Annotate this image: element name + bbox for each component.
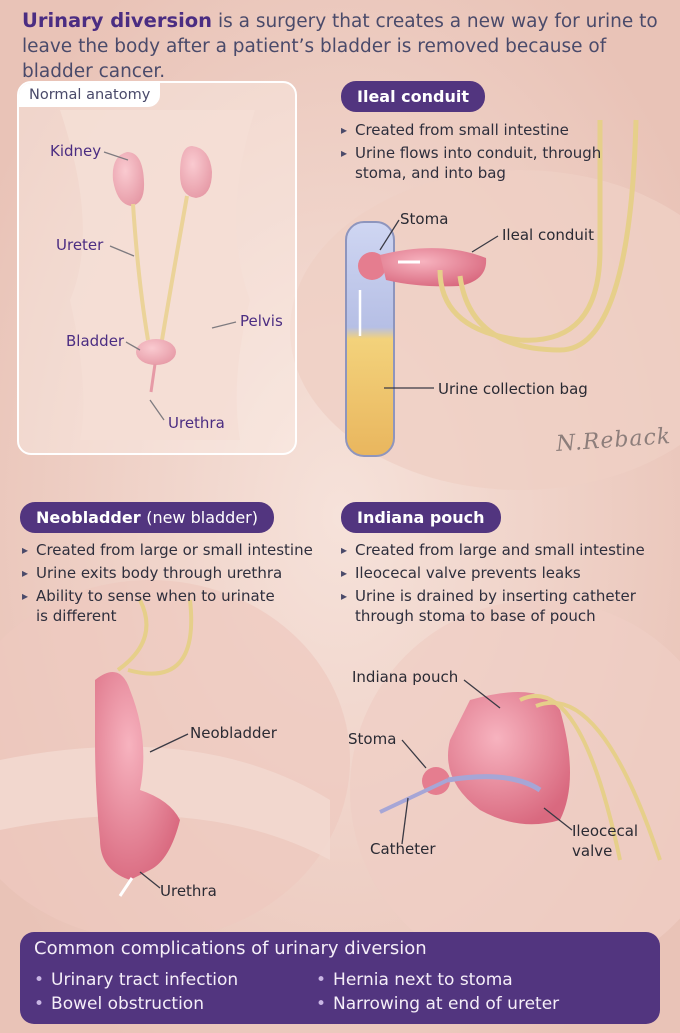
neobladder-bullet: Created from large or small intestine (22, 540, 322, 560)
indiana-pouch-bullet: Urine is drained by inserting catheter t… (341, 586, 661, 626)
complications-title: Common complications of urinary diversio… (34, 938, 427, 959)
bullet-dot-icon: • (34, 970, 45, 990)
ileocecal-valve-label-2: valve (572, 842, 613, 860)
ileal-conduit-label: Ileal conduit (502, 226, 594, 244)
stoma-label: Stoma (400, 210, 449, 228)
catheter-label: Catheter (370, 840, 436, 858)
pelvis-label: Pelvis (240, 312, 283, 330)
neobladder-bullets: Created from large or small intestine Ur… (22, 540, 322, 629)
pouch-stoma-label: Stoma (348, 730, 397, 748)
neobladder-bullet: Urine exits body through urethra (22, 563, 322, 583)
ileal-conduit-bullet: Created from small intestine (341, 120, 621, 140)
intro-lead: Urinary diversion (22, 9, 213, 32)
complication-text: Bowel obstruction (51, 994, 204, 1014)
ileal-conduit-title: Ileal conduit (341, 81, 485, 112)
complications-box: Common complications of urinary diversio… (20, 932, 660, 1024)
complication-item: • Bowel obstruction (34, 994, 204, 1014)
indiana-pouch-title: Indiana pouch (341, 502, 501, 533)
kidney-label: Kidney (50, 142, 102, 160)
complication-text: Hernia next to stoma (333, 970, 513, 990)
neobladder-title-sub: (new bladder) (146, 508, 258, 527)
bullet-dot-icon: • (34, 994, 45, 1014)
normal-anatomy-panel (17, 81, 297, 455)
neobladder-label: Neobladder (190, 724, 277, 742)
neobladder-urethra-label: Urethra (160, 882, 217, 900)
bullet-dot-icon: • (316, 994, 327, 1014)
ileal-conduit-bullet: Urine flows into conduit, through stoma,… (341, 143, 621, 183)
intro-body: is a surgery that creates a new way for … (22, 11, 658, 82)
indiana-pouch-bullets: Created from large and small intestine I… (341, 540, 661, 629)
ileal-conduit-bullets: Created from small intestine Urine flows… (341, 120, 621, 186)
complication-text: Narrowing at end of ureter (333, 994, 560, 1014)
urine-bag-label: Urine collection bag (438, 380, 588, 398)
complication-text: Urinary tract infection (51, 970, 239, 990)
indiana-pouch-label: Indiana pouch (352, 668, 459, 686)
normal-anatomy-title: Normal anatomy (19, 83, 161, 107)
indiana-pouch-bullet: Created from large and small intestine (341, 540, 661, 560)
intro-text: Urinary diversion is a surgery that crea… (22, 8, 662, 84)
bullet-dot-icon: • (316, 970, 327, 990)
urethra-label: Urethra (168, 414, 225, 432)
neobladder-title-main: Neobladder (36, 508, 141, 527)
neobladder-title: Neobladder (new bladder) (20, 502, 274, 533)
ileocecal-valve-label-1: Ileocecal (572, 822, 639, 840)
indiana-pouch-bullet: Ileocecal valve prevents leaks (341, 563, 661, 583)
bladder-label: Bladder (66, 332, 125, 350)
complication-item: • Narrowing at end of ureter (316, 994, 559, 1014)
neobladder-bullet: Ability to sense when to urinate is diff… (22, 586, 286, 626)
complication-item: • Urinary tract infection (34, 970, 238, 990)
complication-item: • Hernia next to stoma (316, 970, 513, 990)
ureter-label: Ureter (56, 236, 104, 254)
